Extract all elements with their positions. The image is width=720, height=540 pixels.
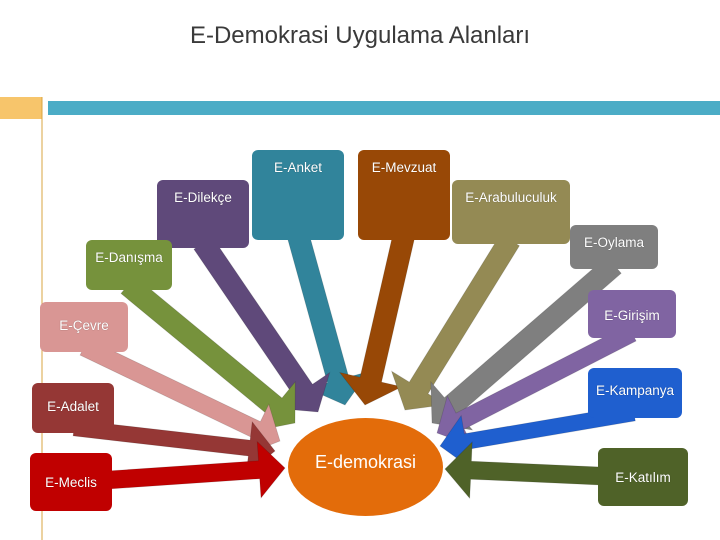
node-e-arabuluculuk: E-Arabuluculuk bbox=[452, 180, 570, 244]
center-e-demokrasi: E-demokrasi bbox=[288, 418, 443, 516]
header-accent-blue bbox=[48, 101, 720, 115]
node-e-katilim: E-Katılım bbox=[598, 448, 688, 506]
node-e-cevre: E-Çevre bbox=[40, 302, 128, 352]
node-e-dilekce: E-Dilekçe bbox=[157, 180, 249, 248]
arrow-kampanya bbox=[439, 404, 636, 469]
node-e-girisim: E-Girişim bbox=[588, 290, 676, 338]
arrow-arabuluculuk bbox=[390, 233, 520, 411]
node-e-adalet: E-Adalet bbox=[32, 383, 114, 433]
node-e-anket: E-Anket bbox=[252, 150, 344, 240]
page-title: E-Demokrasi Uygulama Alanları bbox=[189, 22, 531, 49]
header-accent-orange bbox=[0, 97, 42, 119]
arrow-katilim bbox=[444, 440, 601, 500]
node-e-oylama: E-Oylama bbox=[570, 225, 658, 269]
node-e-mevzuat: E-Mevzuat bbox=[358, 150, 450, 240]
node-e-danisma: E-Danışma bbox=[86, 240, 172, 290]
arrow-mevzuat bbox=[338, 232, 416, 406]
arrow-meclis bbox=[106, 440, 286, 499]
node-e-meclis: E-Meclis bbox=[30, 453, 112, 511]
node-e-kampanya: E-Kampanya bbox=[588, 368, 682, 418]
